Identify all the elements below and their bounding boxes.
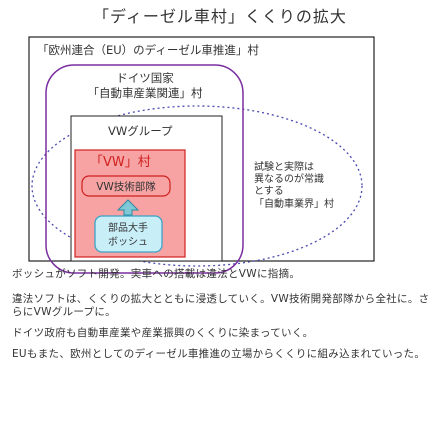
page-title: 「ディーゼル車村」くくりの拡大	[93, 7, 347, 26]
germany-label-line2: 「自動車産業関連」村	[88, 86, 203, 100]
side-note-line4: 「自動車業界」村	[254, 197, 334, 210]
caption-3: ドイツ政府も自動車産業や産業振興のくくりに染まっていく。	[12, 327, 314, 339]
germany-label-line1: ドイツ国家	[116, 71, 174, 85]
vw-group-label: VWグループ	[108, 124, 173, 138]
up-arrow-icon	[116, 199, 140, 216]
eu-village-label: 「欧州連合（EU）のディーゼル車推進」村	[37, 43, 259, 57]
vw-village-label: 「VW」村	[90, 155, 151, 170]
supplier-box	[94, 215, 163, 253]
germany-village-box	[45, 64, 244, 274]
caption-2: 違法ソフトは、くくりの拡大とともに浸透していく。VW技術開発部隊から全社に。さら…	[12, 293, 430, 318]
side-note-line3: とする	[254, 185, 284, 197]
supplier-label-line2: ボッシュ	[108, 236, 148, 248]
side-note-line1: 試験と実際は	[254, 160, 314, 173]
village-diagram: 「欧州連合（EU）のディーゼル車推進」村 ドイツ国家 「自動車産業関連」村 VW…	[28, 36, 375, 274]
industry-village-ellipse	[31, 105, 363, 267]
supplier-label-line1: 部品大手	[108, 221, 148, 234]
caption-4: EUもまた、欧州としてのディーゼル車推進の立場からくくりに組み込まれていった。	[12, 348, 426, 360]
vw-tech-label: VW技術部隊	[96, 180, 156, 193]
side-note-line2: 異なるのが常識	[254, 172, 324, 185]
caption-1: ボッシュがソフト開発。実車への搭載は違法とVWに指摘。	[12, 268, 301, 280]
vw-tech-pill	[81, 175, 171, 197]
